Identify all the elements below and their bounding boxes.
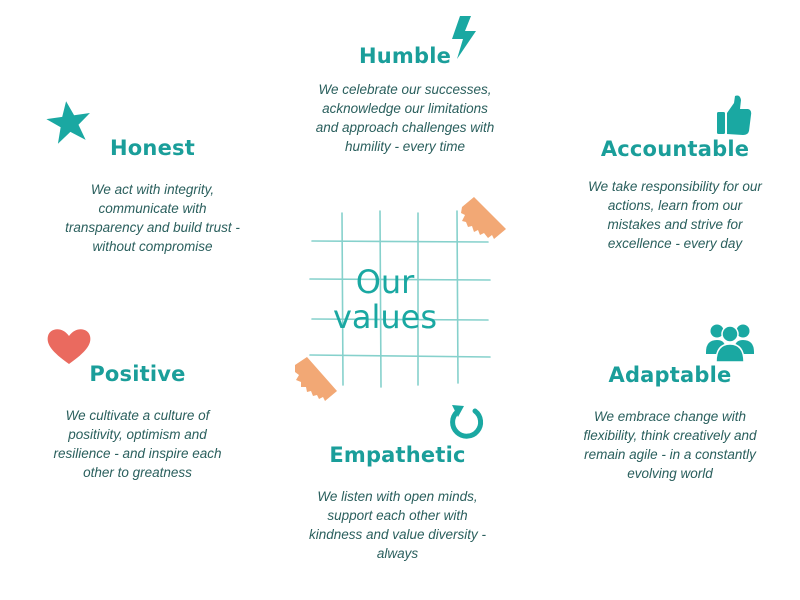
value-title: Positive (89, 362, 186, 386)
tape-decoration-top (461, 197, 506, 239)
value-description: We cultivate a culture of positivity, op… (53, 408, 222, 480)
value-positive: Positive We cultivate a culture of posit… (35, 362, 240, 482)
values-grid (309, 210, 491, 388)
value-humble: Humble We celebrate our successes, ackno… (300, 44, 510, 156)
people-icon (706, 324, 754, 362)
value-title: Accountable (600, 137, 750, 161)
value-description: We take responsibility for our actions, … (588, 179, 762, 251)
lightning-icon (452, 16, 476, 59)
value-adaptable: Adaptable We embrace change with flexibi… (565, 363, 775, 483)
center-title: Our values (332, 263, 438, 336)
value-description: We celebrate our successes, acknowledge … (315, 82, 495, 154)
value-accountable: Accountable We take responsibility for o… (570, 137, 780, 253)
value-title: Empathetic (329, 443, 466, 467)
thumbs-up-icon (717, 95, 752, 135)
value-description: We embrace change with flexibility, thin… (583, 409, 757, 481)
value-title: Adaptable (608, 363, 732, 387)
refresh-icon (450, 405, 484, 439)
value-description: We act with integrity, communicate with … (65, 182, 240, 254)
star-icon (46, 101, 90, 144)
heart-icon (47, 329, 91, 364)
value-empathetic: Empathetic We listen with open minds, su… (295, 443, 500, 563)
value-title: Honest (110, 136, 195, 160)
value-description: We listen with open minds, support each … (308, 489, 487, 561)
tape-decoration-bottom (295, 357, 337, 401)
value-title: Humble (358, 44, 452, 68)
value-honest: Honest We act with integrity, communicat… (50, 136, 255, 256)
